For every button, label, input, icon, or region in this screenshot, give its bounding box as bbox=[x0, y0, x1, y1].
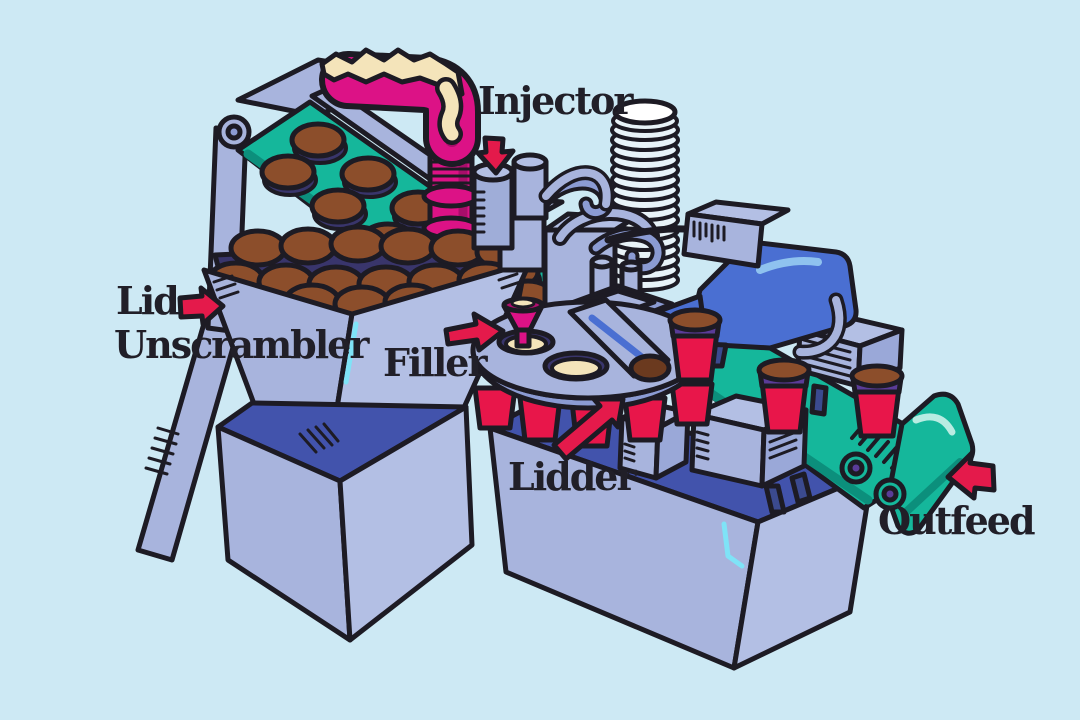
injector-pumps bbox=[471, 152, 615, 251]
filler-arrow-icon bbox=[443, 311, 506, 353]
label-filler: Filler bbox=[383, 340, 487, 385]
filled-cup bbox=[849, 363, 905, 439]
filled-cup bbox=[667, 307, 723, 383]
label-unscrambler: Unscrambler bbox=[114, 322, 369, 367]
carousel-cups bbox=[472, 381, 715, 449]
label-lidder: Lidder bbox=[508, 454, 636, 499]
injector-arrow-icon bbox=[475, 135, 516, 176]
filler-carousel bbox=[470, 296, 715, 449]
outfeed-arrow-icon bbox=[945, 450, 997, 501]
conveyor-cups bbox=[667, 307, 905, 439]
label-lid: Lid bbox=[116, 278, 180, 323]
lid-unscrambler-arrow-icon bbox=[177, 285, 226, 327]
filled-cup bbox=[756, 357, 812, 435]
hopper-base-cube bbox=[215, 400, 475, 643]
cream-flow bbox=[319, 47, 465, 145]
label-injector: Injector bbox=[478, 78, 633, 123]
lidder-arrow-icon bbox=[551, 396, 626, 462]
outfeed-end bbox=[839, 391, 976, 536]
pink-pipe bbox=[319, 47, 481, 259]
label-outfeed: Outfeed bbox=[878, 498, 1036, 543]
